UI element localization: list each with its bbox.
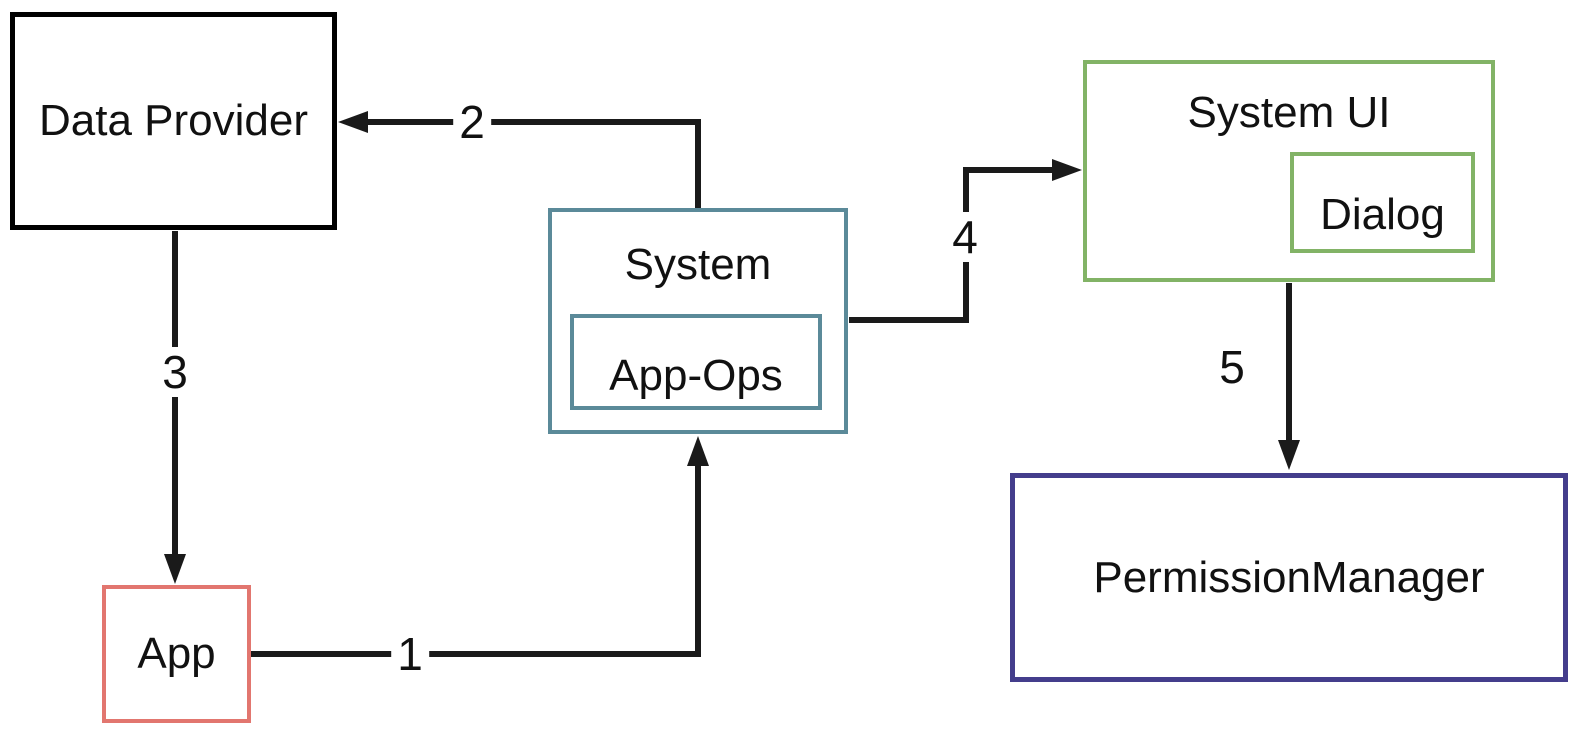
- arrow-data-provider-to-app: [164, 231, 186, 584]
- arrow-app-to-system: [251, 436, 709, 657]
- system-node: System App-Ops: [548, 208, 848, 434]
- data-provider-label: Data Provider: [38, 96, 308, 145]
- edge-label-4: 4: [946, 212, 984, 262]
- permission-manager-label: PermissionManager: [1093, 552, 1485, 602]
- data-provider-node: Data Provider: [10, 12, 337, 230]
- arrow-system-to-data-provider: [338, 111, 701, 208]
- permission-manager-node: PermissionManager: [1010, 473, 1568, 682]
- system-label: System: [624, 240, 772, 289]
- app-label: App: [137, 629, 216, 678]
- edge-label-2: 2: [453, 97, 491, 147]
- arrow-system-ui-to-permission-manager: [1278, 283, 1300, 470]
- dialog-label: Dialog: [1320, 189, 1445, 239]
- app-ops-node: App-Ops: [570, 314, 822, 410]
- app-node: App: [102, 585, 251, 723]
- system-ui-label: System UI: [1187, 88, 1391, 137]
- app-ops-label: App-Ops: [609, 351, 783, 400]
- system-ui-node: System UI Dialog: [1083, 60, 1495, 282]
- edge-label-1: 1: [391, 629, 429, 679]
- edge-label-5: 5: [1213, 342, 1251, 392]
- dialog-node: Dialog: [1290, 152, 1475, 253]
- edge-label-3: 3: [156, 347, 194, 397]
